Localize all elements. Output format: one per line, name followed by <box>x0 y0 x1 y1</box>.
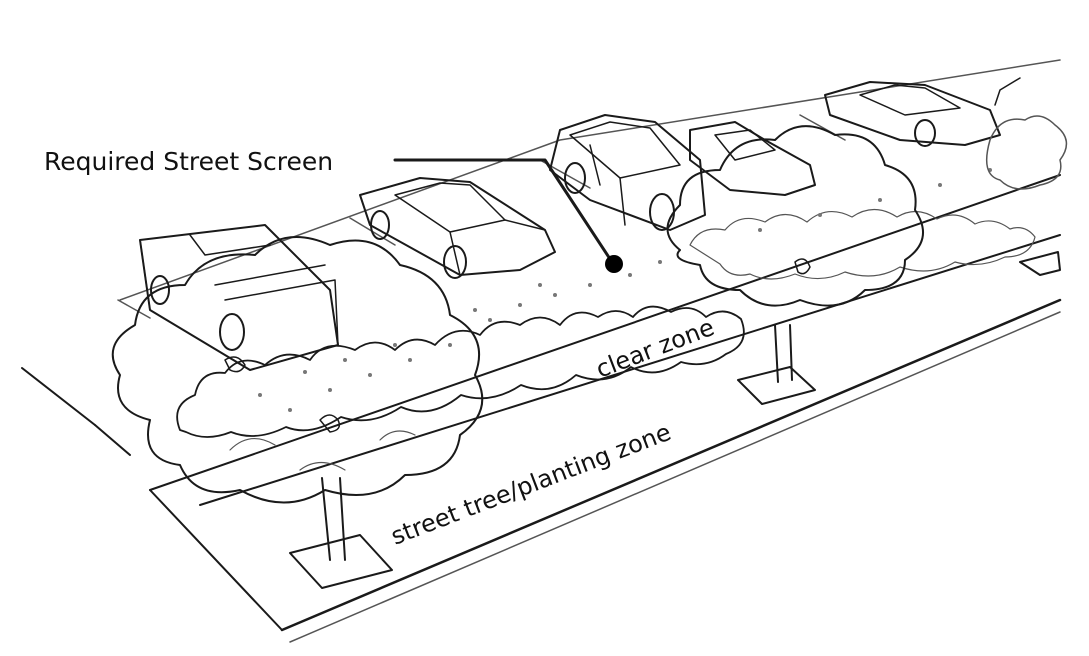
tree-pit-middle <box>738 367 815 404</box>
street-tree-right <box>987 116 1067 189</box>
tree-pit-right <box>1020 252 1060 275</box>
callout-marker <box>605 255 623 273</box>
sedan-middle <box>690 122 815 195</box>
callout-label: Required Street Screen <box>44 147 333 176</box>
suv-middle <box>550 115 705 230</box>
callout: Required Street Screen <box>44 147 623 273</box>
street-screen-hedge <box>177 168 1035 437</box>
callout-leader-line <box>395 160 612 262</box>
tree-pit-left <box>290 535 392 588</box>
sedan-left <box>360 178 555 278</box>
planting-zone-label: street tree/planting zone <box>387 418 675 551</box>
pickup-truck <box>140 225 338 370</box>
